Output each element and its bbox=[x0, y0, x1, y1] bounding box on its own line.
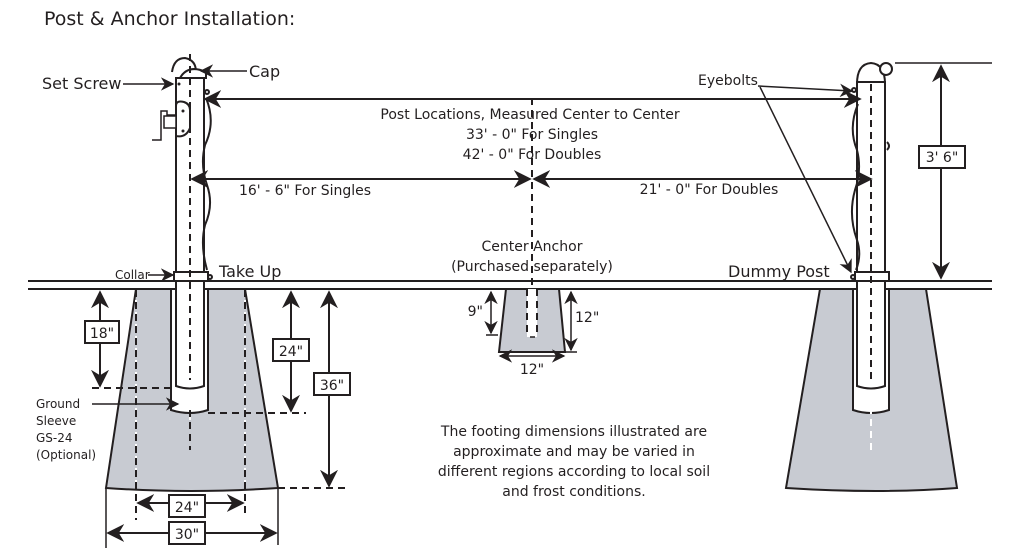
page-title: Post & Anchor Installation: bbox=[44, 8, 295, 30]
post-locations-heading: Post Locations, Measured Center to Cente… bbox=[380, 107, 679, 123]
svg-text:The footing dimensions illustr: The footing dimensions illustrated are bbox=[440, 424, 707, 440]
footing-note: The footing dimensions illustrated are a… bbox=[438, 424, 710, 500]
dummy-post-label: Dummy Post bbox=[728, 262, 830, 281]
ground-sleeve-label: Ground Sleeve GS-24 (Optional) bbox=[36, 397, 96, 462]
svg-text:Ground: Ground bbox=[36, 397, 80, 411]
anchor-footing-width-value: 12" bbox=[520, 362, 544, 378]
ground-line bbox=[28, 280, 992, 290]
center-anchor-note: (Purchased separately) bbox=[451, 259, 613, 275]
singles-distance: 33' - 0" For Singles bbox=[466, 127, 598, 143]
left-post bbox=[152, 54, 213, 450]
footing-depth-value: 36" bbox=[320, 378, 344, 394]
anchor-depth-value: 9" bbox=[468, 304, 483, 320]
svg-text:different regions according to: different regions according to local soi… bbox=[438, 464, 710, 480]
eyebolts-arrow-bottom bbox=[759, 86, 852, 274]
svg-text:(Optional): (Optional) bbox=[36, 448, 96, 462]
footing-width-value: 30" bbox=[175, 527, 199, 543]
cap-label: Cap bbox=[249, 62, 280, 81]
doubles-distance: 42' - 0" For Doubles bbox=[463, 147, 602, 163]
center-anchor-footing bbox=[497, 288, 567, 353]
right-post bbox=[850, 61, 893, 450]
eyebolts-arrow-top bbox=[757, 83, 854, 98]
set-screw-label: Set Screw bbox=[42, 74, 121, 93]
sleeve-depth-value: 18" bbox=[90, 326, 114, 342]
center-anchor-label: Center Anchor bbox=[482, 239, 583, 255]
anchor-footing-depth-value: 12" bbox=[575, 310, 599, 326]
svg-text:approximate and may be varied: approximate and may be varied in bbox=[453, 444, 695, 460]
post-height-value: 3' 6" bbox=[926, 150, 959, 166]
eyebolts-label: Eyebolts bbox=[698, 73, 758, 89]
post-height-box bbox=[918, 145, 966, 169]
post-location-measurements bbox=[190, 90, 873, 188]
svg-text:and frost conditions.: and frost conditions. bbox=[502, 484, 645, 500]
take-up-label: Take Up bbox=[218, 262, 281, 281]
svg-text:GS-24: GS-24 bbox=[36, 431, 73, 445]
inner-width-value: 24" bbox=[175, 500, 199, 516]
half-doubles-distance: 21' - 0" For Doubles bbox=[640, 182, 779, 198]
half-singles-distance: 16' - 6" For Singles bbox=[239, 183, 371, 199]
post-depth-value: 24" bbox=[279, 344, 303, 360]
svg-text:Sleeve: Sleeve bbox=[36, 414, 76, 428]
collar-label: Collar bbox=[115, 268, 150, 282]
